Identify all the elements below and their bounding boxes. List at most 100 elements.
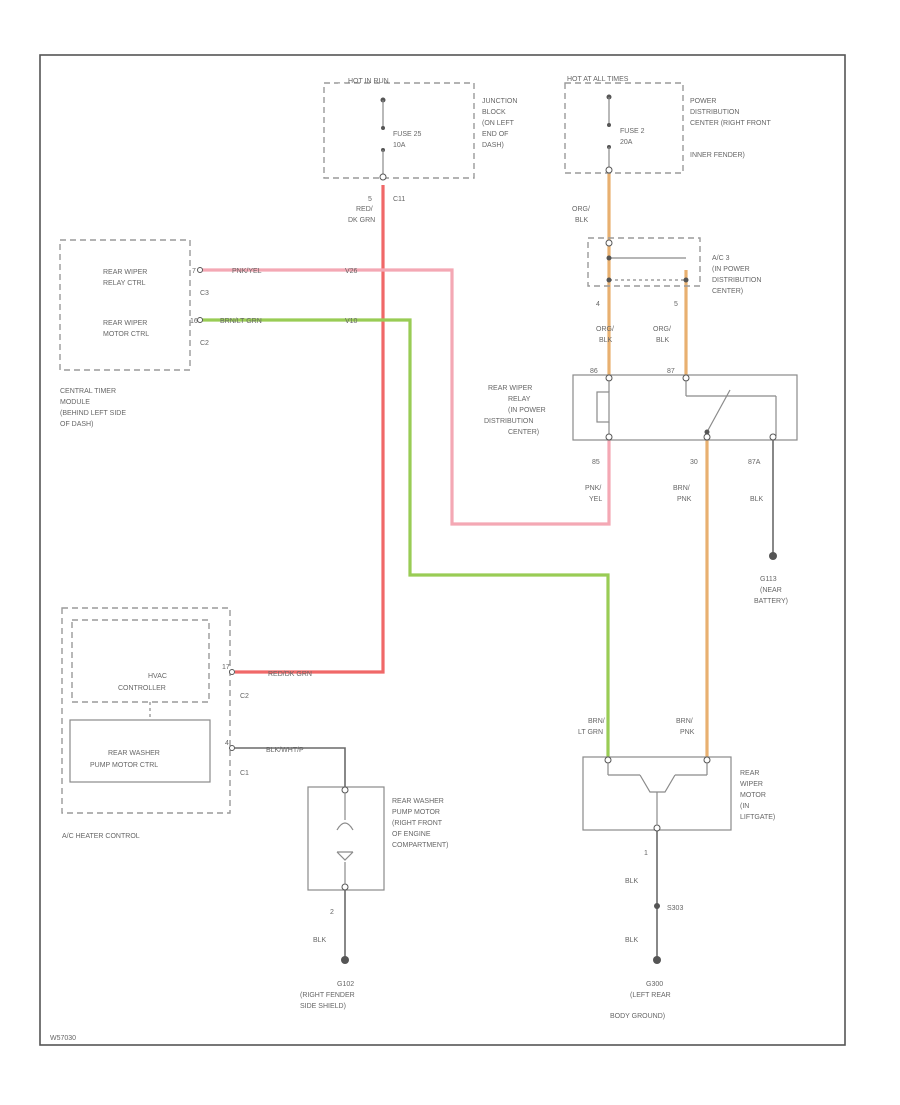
pump-label-4: COMPARTMENT) xyxy=(392,842,449,849)
washer-ctrl-0: REAR WASHER xyxy=(108,750,160,757)
rear-wiper-motor: REAR WIPER MOTOR (IN LIFTGATE) BRN/ LT G… xyxy=(578,718,775,944)
hvac-conn-c2: C2 xyxy=(240,693,249,700)
fuse2-header: HOT AT ALL TIMES xyxy=(567,76,629,83)
fuse2-loc-2: CENTER (RIGHT FRONT xyxy=(690,120,771,127)
relay-coil xyxy=(596,391,610,423)
g300-label-1: (LEFT REAR xyxy=(630,992,671,999)
wiper-motor-label-3: (IN xyxy=(740,803,749,810)
wire-red-code2: DK GRN xyxy=(348,217,375,224)
fuse-25-block: HOT IN RUN FUSE 25 10A JUNCTION BLOCK (O… xyxy=(323,78,517,224)
ground-dot-g300 xyxy=(653,956,661,964)
relay-pin-87: 87 xyxy=(667,368,675,375)
hvac-conn-pin: 17 xyxy=(222,664,230,671)
wire-g300-splice: S303 xyxy=(667,905,683,912)
wire-pnk-circuit: V26 xyxy=(345,268,358,275)
wire-grn-code: BRN/LT GRN xyxy=(220,318,262,325)
wire-orgblk2-code: ORG/ xyxy=(596,326,614,333)
wire-washer-code: BLK/WHT/P xyxy=(266,747,304,754)
wiper-motor-label-4: LIFTGATE) xyxy=(740,814,775,821)
wire-grn-circuit: V10 xyxy=(345,318,358,325)
wire-grn2-code: BRN/ xyxy=(588,718,605,725)
washer-ctrl-box xyxy=(69,719,211,783)
wire-orgblk2-pin: 4 xyxy=(596,301,600,308)
relay-box xyxy=(572,374,798,441)
wiper-motor-label-0: REAR xyxy=(740,770,759,777)
footer-code: W57030 xyxy=(50,1035,76,1042)
fuse25-loc-1: BLOCK xyxy=(482,109,506,116)
wire-pnk-code: PNK/YEL xyxy=(232,268,262,275)
wire-pnk-yel xyxy=(200,268,611,526)
ac3-connector: A/C 3 (IN POWER DISTRIBUTION CENTER) 4 5… xyxy=(587,237,761,344)
ground-dot-g113 xyxy=(769,552,777,560)
timer-pin2-num: 16 xyxy=(190,318,198,325)
wire-orgblk2-code2: BLK xyxy=(599,337,613,344)
ground-g300: G300 (LEFT REAR BODY GROUND) xyxy=(610,981,671,1020)
wire-blk87a-code: BLK xyxy=(750,496,764,503)
wire-orgblk1-code2: BLK xyxy=(575,217,589,224)
wire-redbrn-code: RED/DK GRN xyxy=(268,671,312,678)
ac3-label-0: A/C 3 xyxy=(712,255,730,262)
fuse2-rating: 20A xyxy=(620,139,633,146)
wire-brnpnk2-code2: PNK xyxy=(680,729,695,736)
g102-label-2: SIDE SHIELD) xyxy=(300,1003,346,1010)
g113-label-2: BATTERY) xyxy=(754,598,788,605)
wire-brnpnk2-code: BRN/ xyxy=(676,718,693,725)
wire-pnkyel-code2: YEL xyxy=(589,496,602,503)
wire-orgblk1-code: ORG/ xyxy=(572,206,590,213)
fuse25-connector: C11 xyxy=(393,196,405,203)
wiper-motor-symbol xyxy=(639,774,676,793)
fuse25-header: HOT IN RUN xyxy=(348,78,389,85)
timer-pin1-num: 7 xyxy=(192,268,196,275)
timer-box xyxy=(59,239,191,371)
ac3-label-1: (IN POWER xyxy=(712,266,750,273)
timer-conn-c3: C3 xyxy=(200,290,209,297)
g102-label-0: G102 xyxy=(337,981,354,988)
timer-loc-1: MODULE xyxy=(60,399,90,406)
fuse2-name: FUSE 2 xyxy=(620,128,645,135)
wire-red-pin: 5 xyxy=(368,196,372,203)
wire-red-code1: RED/ xyxy=(356,206,373,213)
fuse-2-block: HOT AT ALL TIMES FUSE 2 20A POWER DISTRI… xyxy=(564,76,771,224)
fuse25-loc-0: JUNCTION xyxy=(482,98,517,105)
wire-orgblk3-code: ORG/ xyxy=(653,326,671,333)
relay-label-0: REAR WIPER xyxy=(488,385,532,392)
black-wire-layer xyxy=(235,440,777,964)
pump-label-1: PUMP MOTOR xyxy=(392,809,440,816)
timer-conn-c2: C2 xyxy=(200,340,209,347)
relay-label-3: DISTRIBUTION xyxy=(484,418,533,425)
timer-loc-3: OF DASH) xyxy=(60,421,93,428)
ac3-box xyxy=(587,237,701,287)
pump-motor-symbol xyxy=(336,851,354,861)
pump-label-3: OF ENGINE xyxy=(392,831,431,838)
fuse25-loc-3: END OF xyxy=(482,131,508,138)
wire-brn-lt-grn xyxy=(200,318,610,760)
wire-g300-code: BLK xyxy=(625,878,639,885)
wire-g300-code2: BLK xyxy=(625,937,639,944)
washer-conn-c1: C1 xyxy=(240,770,249,777)
fuse25-name: FUSE 25 xyxy=(393,131,422,138)
fuse2-loc-1: DISTRIBUTION xyxy=(690,109,739,116)
ac3-label-2: DISTRIBUTION xyxy=(712,277,761,284)
wire-pnkyel-code: PNK/ xyxy=(585,485,601,492)
relay-pin-87a: 87A xyxy=(748,459,761,466)
hvac-ctrl-1: CONTROLLER xyxy=(118,685,166,692)
central-timer-module: REAR WIPER RELAY CTRL C3 REAR WIPER MOTO… xyxy=(59,239,358,428)
g102-label-1: (RIGHT FENDER xyxy=(300,992,355,999)
junction-block-box xyxy=(323,82,475,179)
rear-wiper-relay: 86 87 REAR WIPER RELAY (IN POWER DISTRIB… xyxy=(484,368,798,503)
ground-g102: G102 (RIGHT FENDER SIDE SHIELD) xyxy=(300,981,355,1010)
g113-label-1: (NEAR xyxy=(760,587,782,594)
timer-loc-0: CENTRAL TIMER xyxy=(60,388,116,395)
timer-loc-2: (BEHIND LEFT SIDE xyxy=(60,410,126,417)
g300-label-0: G300 xyxy=(646,981,663,988)
fuse2-loc-3: INNER FENDER) xyxy=(690,152,745,159)
wire-brnpnk-code2: PNK xyxy=(677,496,692,503)
wire-brnpnk-code: BRN/ xyxy=(673,485,690,492)
splice-dot-s303 xyxy=(654,903,660,909)
ac-heater-control: HVAC CONTROLLER REAR WASHER PUMP MOTOR C… xyxy=(61,607,312,840)
ground-g113: G113 (NEAR BATTERY) xyxy=(754,576,788,605)
pump-label-0: REAR WASHER xyxy=(392,798,444,805)
washer-ctrl-1: PUMP MOTOR CTRL xyxy=(90,762,158,769)
relay-switch-arm xyxy=(706,389,731,433)
